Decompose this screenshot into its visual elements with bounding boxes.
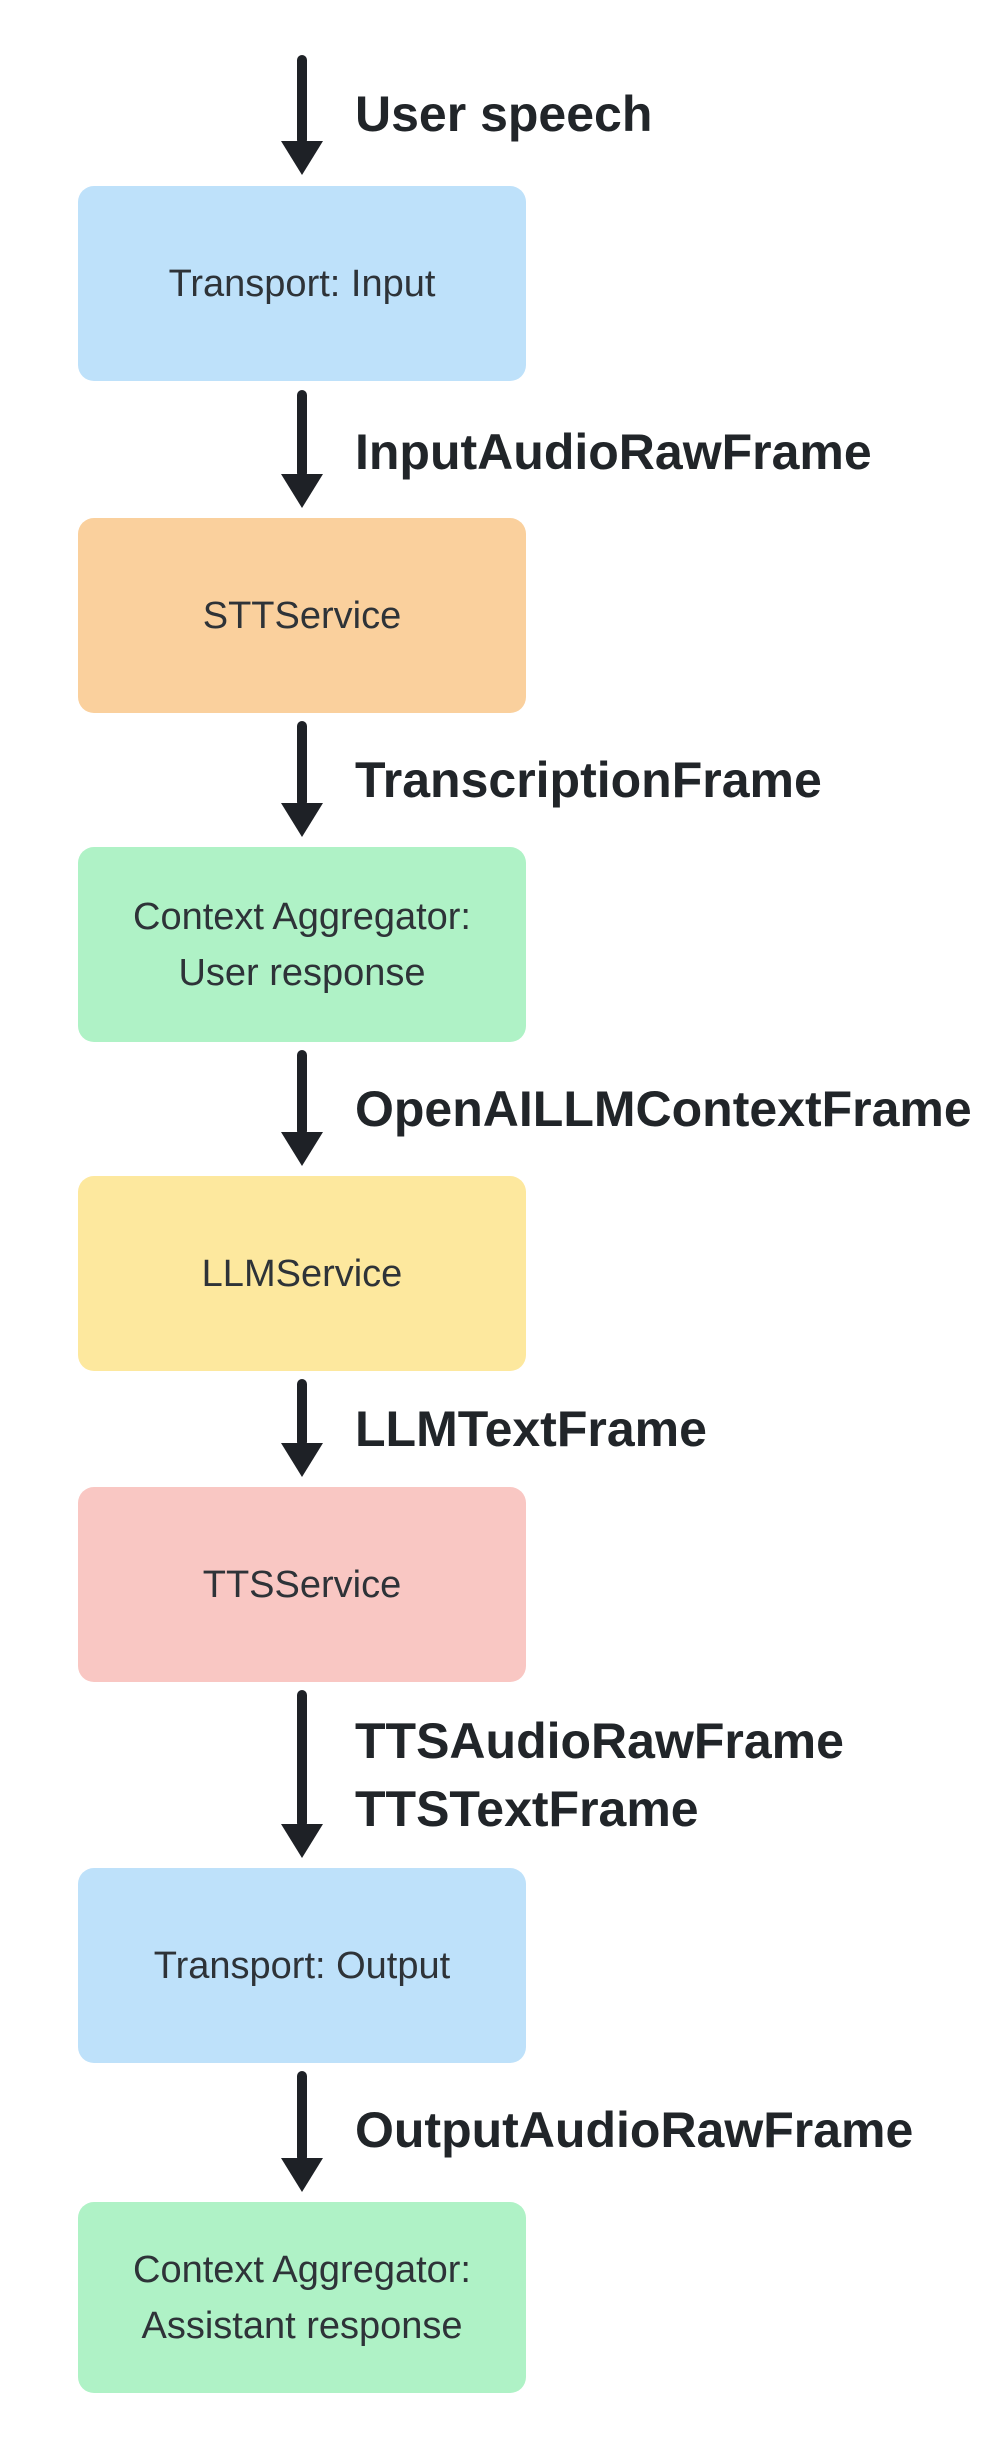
node-label: TTSService xyxy=(202,1563,402,1606)
arrow-head-icon xyxy=(281,474,323,508)
edge-label-line: InputAudioRawFrame xyxy=(355,424,872,480)
node-context-aggregator-assistant: Context Aggregator: Assistant response xyxy=(78,2202,526,2393)
edge-label-line: OutputAudioRawFrame xyxy=(355,2102,914,2158)
node-label: Transport: Input xyxy=(168,262,436,305)
edge-label-llm-text-frame: LLMTextFrame xyxy=(355,1395,707,1463)
edge-label-line: User speech xyxy=(355,86,653,142)
arrow-shaft xyxy=(297,390,307,478)
node-label: STTService xyxy=(202,594,402,637)
flow-arrow-transcription xyxy=(281,721,323,837)
node-stt-service: STTService xyxy=(78,518,526,713)
arrow-head-icon xyxy=(281,1443,323,1477)
edge-label-input-audio-raw-frame: InputAudioRawFrame xyxy=(355,418,872,486)
edge-label-output-audio-raw-frame: OutputAudioRawFrame xyxy=(355,2096,913,2164)
arrow-shaft xyxy=(297,1050,307,1136)
node-context-aggregator-user: Context Aggregator: User response xyxy=(78,847,526,1042)
edge-label-line: OpenAILLMContextFrame xyxy=(355,1081,972,1137)
arrow-shaft xyxy=(297,55,307,145)
node-transport-input: Transport: Input xyxy=(78,186,526,381)
flow-arrow-output-audio xyxy=(281,2071,323,2192)
arrow-shaft xyxy=(297,1379,307,1447)
arrow-shaft xyxy=(297,721,307,807)
arrow-head-icon xyxy=(281,1132,323,1166)
arrow-head-icon xyxy=(281,141,323,175)
node-label-line-1: Context Aggregator: xyxy=(133,895,471,938)
node-tts-service: TTSService xyxy=(78,1487,526,1682)
flow-arrow-llm-text xyxy=(281,1379,323,1477)
edge-label-line: TranscriptionFrame xyxy=(355,752,822,808)
edge-label-user-speech: User speech xyxy=(355,80,652,148)
arrow-shaft xyxy=(297,1690,307,1828)
edge-label-tts-frames: TTSAudioRawFrame TTSTextFrame xyxy=(355,1707,844,1843)
node-label-line-1: Context Aggregator: xyxy=(133,2248,471,2291)
edge-label-line-2: TTSTextFrame xyxy=(355,1781,699,1837)
flow-arrow-input-audio xyxy=(281,390,323,508)
node-label-line-2: User response xyxy=(178,951,426,994)
node-label: Transport: Output xyxy=(153,1944,451,1987)
arrow-shaft xyxy=(297,2071,307,2162)
arrow-head-icon xyxy=(281,2158,323,2192)
arrow-head-icon xyxy=(281,1824,323,1858)
flow-arrow-tts-output xyxy=(281,1690,323,1858)
edge-label-openai-llm-context-frame: OpenAILLMContextFrame xyxy=(355,1075,972,1143)
edge-label-line: LLMTextFrame xyxy=(355,1401,707,1457)
node-label: LLMService xyxy=(201,1252,403,1295)
node-llm-service: LLMService xyxy=(78,1176,526,1371)
flow-arrow-openai-llm-context xyxy=(281,1050,323,1166)
flow-arrow-user-speech xyxy=(281,55,323,175)
node-label-line-2: Assistant response xyxy=(141,2304,463,2347)
node-transport-output: Transport: Output xyxy=(78,1868,526,2063)
arrow-head-icon xyxy=(281,803,323,837)
edge-label-transcription-frame: TranscriptionFrame xyxy=(355,746,822,814)
edge-label-line-1: TTSAudioRawFrame xyxy=(355,1713,844,1769)
